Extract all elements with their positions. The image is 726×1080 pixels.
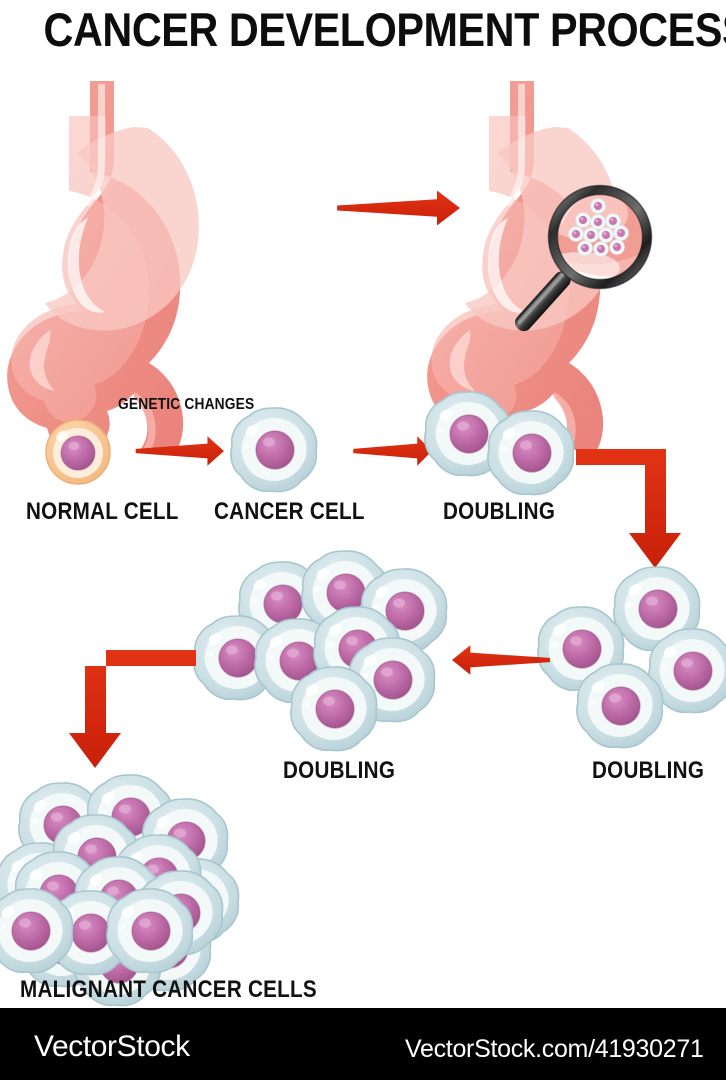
arrow-organ-to-organ	[337, 190, 460, 226]
label-malignant-cancer-cells: MALIGNANT CANCER CELLS	[20, 976, 317, 1003]
arrow-doubling-4-to-8	[452, 645, 550, 675]
label-normal-cell: NORMAL CELL	[26, 498, 179, 525]
stage-normal-cell	[45, 419, 111, 485]
stage-doubling-2	[424, 391, 575, 496]
label-doubling-2: DOUBLING	[443, 498, 556, 525]
label-doubling-8: DOUBLING	[283, 757, 396, 784]
label-genetic-changes: GENETIC CHANGES	[118, 396, 255, 413]
arrow-to-doubling-2	[353, 436, 432, 466]
watermark-url: VectorStock.com/41930271	[405, 1035, 704, 1063]
arrow-elbow-right-down	[576, 449, 681, 568]
watermark-footer: VectorStock VectorStock.com/41930271	[0, 1008, 726, 1080]
stomach-with-tumor	[427, 81, 653, 455]
page-title: CANCER DEVELOPMENT PROCESS	[43, 3, 726, 56]
stage-doubling-8	[193, 550, 448, 752]
stage-doubling-4	[537, 566, 726, 749]
arrow-elbow-left-down	[69, 650, 196, 768]
label-doubling-4: DOUBLING	[592, 757, 705, 784]
stage-cancer-cell	[230, 407, 318, 493]
stage-malignant-mass	[0, 774, 240, 1007]
label-cancer-cell: CANCER CELL	[214, 498, 365, 525]
watermark-brand: VectorStock	[34, 1030, 190, 1063]
